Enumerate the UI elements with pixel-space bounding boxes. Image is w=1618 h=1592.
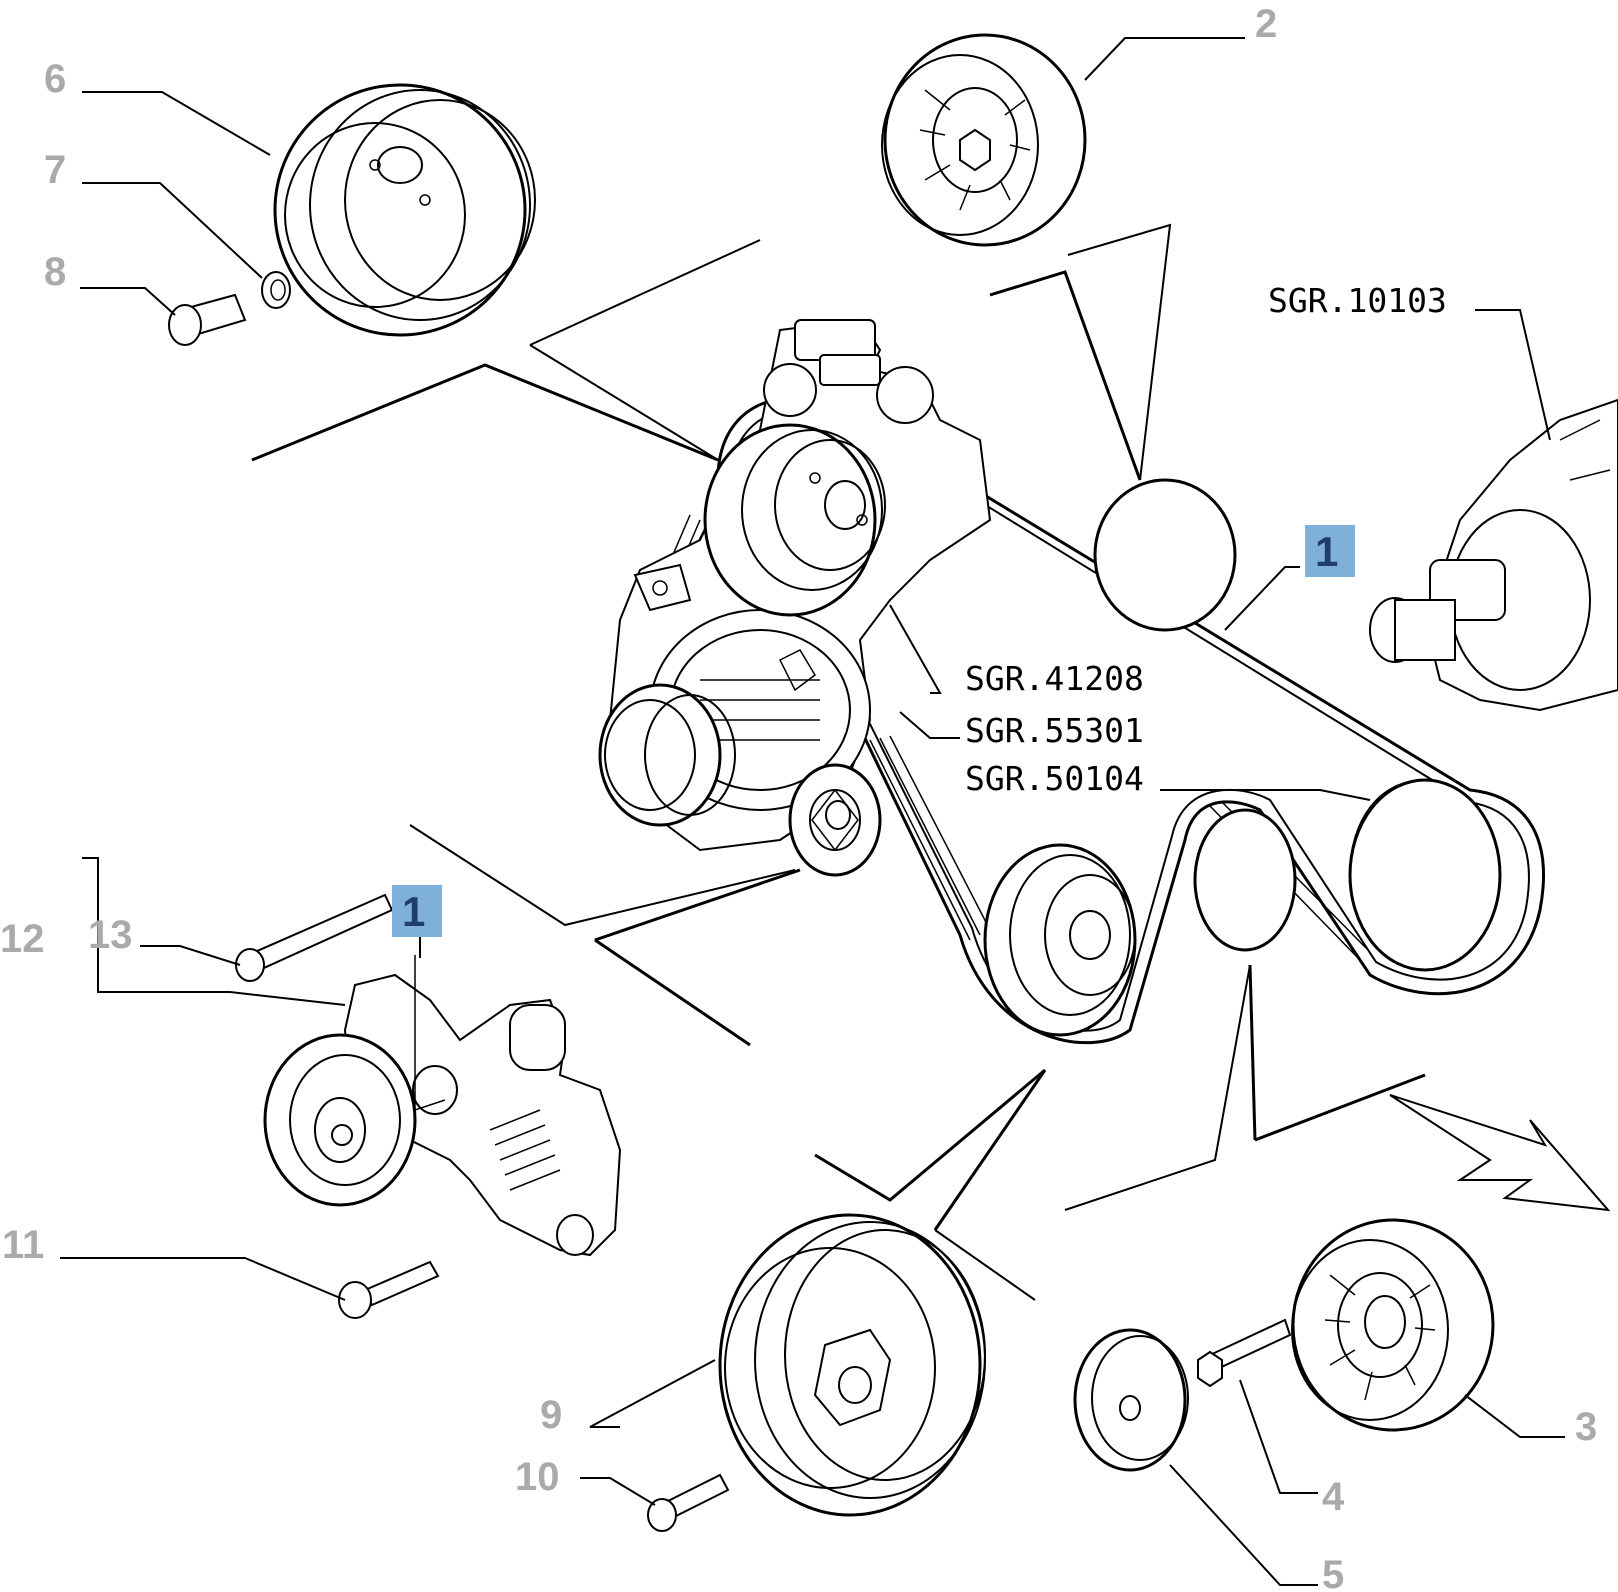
part-3-idler-pulley bbox=[1291, 1218, 1495, 1432]
belt-idler-roller-upper bbox=[1093, 478, 1237, 632]
ref-sgr-41208: SGR.41208 bbox=[965, 659, 1144, 698]
callout-8: 8 bbox=[44, 250, 66, 294]
part-11-bolt bbox=[338, 1260, 440, 1319]
callout-1-tensioner-highlight bbox=[392, 885, 442, 937]
part-13-long-bolt bbox=[235, 893, 394, 982]
part-12-belt-tensioner bbox=[263, 973, 622, 1257]
part-7-washer bbox=[261, 271, 291, 309]
callout-1: 1 bbox=[1315, 528, 1338, 575]
part-9-crankshaft-pulley bbox=[718, 1213, 986, 1517]
part-8-bolt bbox=[168, 293, 247, 346]
callout-12: 12 bbox=[0, 917, 45, 961]
ref-sgr-50104: SGR.50104 bbox=[965, 759, 1144, 798]
alternator bbox=[598, 318, 992, 877]
callout-5: 5 bbox=[1322, 1553, 1344, 1592]
callout-13: 13 bbox=[88, 913, 133, 957]
callout-9: 9 bbox=[540, 1393, 562, 1437]
air-conditioning-compressor bbox=[1369, 398, 1618, 712]
exploded-view-lines bbox=[251, 223, 1426, 1301]
callout-1-tensioner: 1 bbox=[402, 888, 425, 935]
callout-7: 7 bbox=[44, 148, 66, 192]
part-4-bolt bbox=[1197, 1318, 1292, 1388]
part-10-bolt bbox=[647, 1473, 730, 1532]
callout-3: 3 bbox=[1575, 1405, 1597, 1449]
part-5-dust-cap bbox=[1073, 1328, 1189, 1472]
leader-lines bbox=[60, 37, 1565, 1586]
callout-4: 4 bbox=[1322, 1475, 1345, 1519]
callout-1-highlight bbox=[1305, 525, 1355, 577]
ref-sgr-10103: SGR.10103 bbox=[1268, 281, 1447, 320]
callout-2: 2 bbox=[1255, 2, 1277, 46]
part-2-idler-pulley bbox=[881, 33, 1087, 247]
callout-11: 11 bbox=[2, 1223, 44, 1267]
belt-idler-roller-lower bbox=[1193, 808, 1297, 952]
ref-sgr-55301: SGR.55301 bbox=[965, 711, 1144, 750]
callout-10: 10 bbox=[515, 1455, 560, 1499]
callout-6: 6 bbox=[44, 57, 66, 101]
part-6-pulley bbox=[273, 83, 536, 337]
direction-arrow bbox=[1389, 1094, 1611, 1212]
compressor-pulley-installed bbox=[1348, 778, 1502, 972]
crankshaft-pulley-installed bbox=[983, 843, 1137, 1037]
